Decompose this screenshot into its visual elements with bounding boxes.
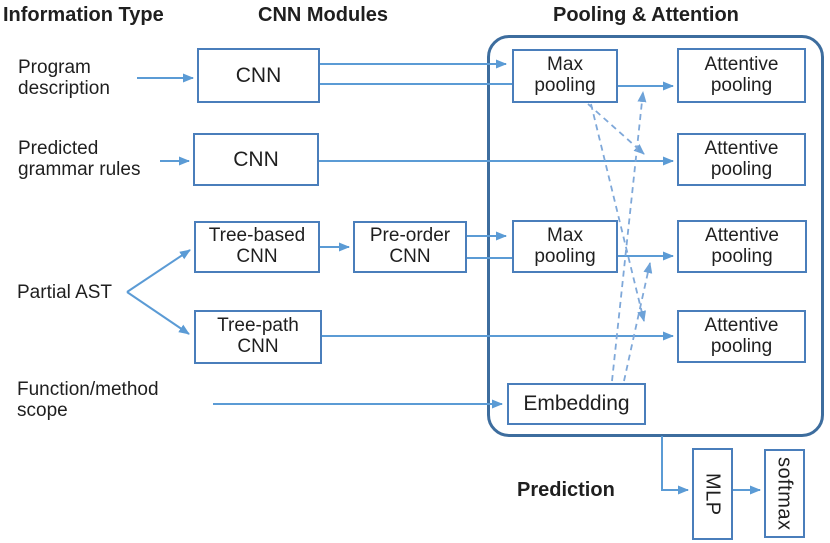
arrow-ast-to-treebased [126, 249, 191, 293]
box-label: CNN [235, 63, 282, 87]
box-label: pooling [534, 75, 596, 96]
box-label: Attentive [704, 137, 779, 159]
label-line: description [18, 78, 110, 100]
box-label: Attentive [705, 224, 779, 246]
box-label: Embedding [523, 392, 630, 416]
label-partial-ast: Partial AST [17, 282, 112, 303]
box-label: Max [547, 54, 583, 76]
box-label: pooling [534, 245, 596, 267]
box-attentive-pooling-2: Attentive pooling [677, 133, 806, 186]
box-label: pooling [710, 74, 773, 96]
label-line: Program [18, 57, 91, 78]
box-label: pooling [710, 158, 773, 180]
box-attentive-pooling-4: Attentive pooling [677, 310, 806, 363]
header-pooling-attention: Pooling & Attention [553, 4, 739, 26]
label-predicted-grammar-rules: Predicted grammar rules [18, 138, 140, 181]
label-line: Predicted [18, 138, 99, 159]
box-label: Attentive [704, 53, 779, 75]
box-cnn-1: CNN [197, 48, 320, 103]
header-cnn-modules: CNN Modules [258, 4, 388, 26]
box-label: Pre-order [369, 225, 451, 247]
box-tree-path-cnn: Tree-path CNN [194, 310, 322, 364]
box-label: MLP [701, 472, 724, 516]
box-label: CNN [233, 147, 279, 171]
label-line: Function/method [17, 379, 159, 400]
box-mlp: MLP [692, 448, 733, 540]
label-line: grammar rules [18, 159, 141, 181]
box-label: CNN [236, 246, 278, 267]
box-max-pooling-1: Max pooling [512, 49, 618, 103]
box-pre-order-cnn: Pre-order CNN [353, 221, 467, 273]
box-label: CNN [389, 246, 431, 267]
arrow-ast-to-treepath [126, 291, 190, 335]
label-line: scope [17, 400, 68, 422]
box-label: Attentive [704, 314, 779, 336]
label-program-description: Program description [18, 57, 110, 100]
header-information-type: Information Type [3, 4, 164, 26]
box-label: Tree-path [217, 315, 299, 337]
box-attentive-pooling-3: Attentive pooling [677, 220, 807, 273]
box-max-pooling-2: Max pooling [512, 220, 618, 273]
box-softmax: softmax [764, 449, 805, 538]
label-function-method-scope: Function/method scope [17, 379, 159, 422]
dashed-embedding-to-attentive1 [611, 91, 647, 382]
label-line: Partial AST [17, 282, 113, 303]
box-label: Tree-based [208, 225, 306, 247]
box-attentive-pooling-1: Attentive pooling [677, 48, 806, 103]
box-label: softmax [773, 456, 796, 531]
box-label: pooling [711, 245, 773, 267]
dashed-maxpool1-to-attentive4 [590, 103, 646, 322]
dashed-embedding-to-attentive3 [623, 262, 653, 382]
box-label: Max [547, 224, 583, 246]
dashed-maxpool1-to-attentive2 [587, 103, 645, 155]
box-cnn-2: CNN [193, 133, 319, 186]
arrow-group-to-mlp [661, 436, 689, 495]
box-tree-based-cnn: Tree-based CNN [194, 221, 320, 273]
box-label: pooling [710, 335, 773, 357]
box-label: CNN [237, 336, 279, 357]
header-prediction: Prediction [517, 479, 615, 501]
box-embedding: Embedding [507, 383, 646, 425]
